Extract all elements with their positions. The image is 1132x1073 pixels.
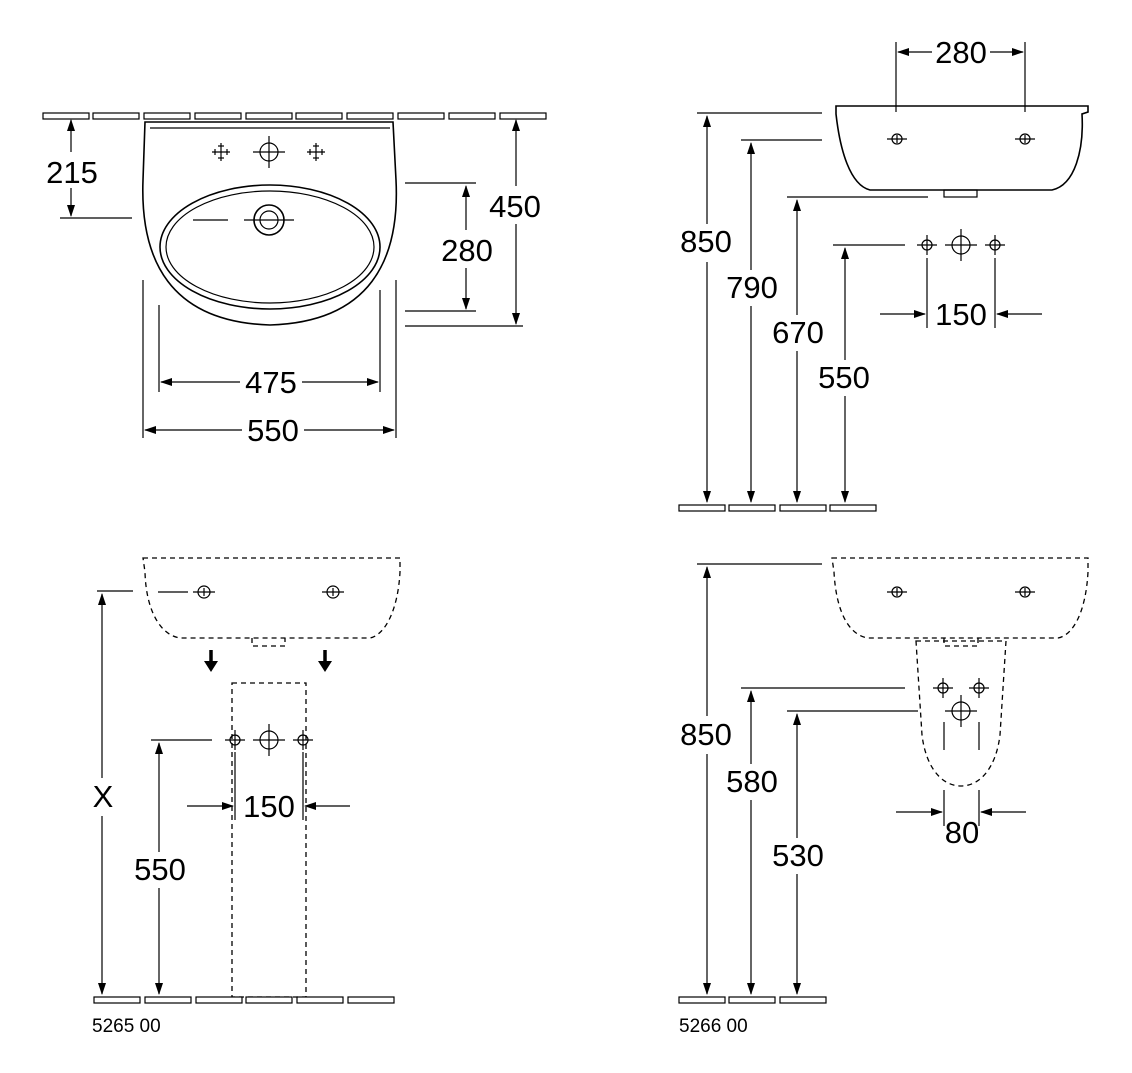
dim-550-pedestal: 550 [134, 852, 186, 887]
dim-790: 790 [726, 270, 778, 305]
model-code-5265: 5265 00 [92, 1016, 161, 1037]
front-view: 215 450 280 475 550 [40, 112, 547, 448]
tap-hole-left-icon [211, 142, 231, 162]
tap-hole-right-icon [306, 142, 326, 162]
pedestal-view: 150 X 550 5265 00 [86, 557, 401, 1037]
model-code-5266: 5266 00 [679, 1016, 748, 1037]
dim-215: 215 [46, 155, 98, 190]
dim-550-supply: 550 [818, 360, 870, 395]
bowl [159, 184, 381, 310]
supply-right-icon [968, 677, 990, 699]
floor-line [678, 504, 877, 512]
dim-670: 670 [772, 315, 824, 350]
dim-850-rim: 850 [680, 224, 732, 259]
down-arrow-left-icon [204, 650, 218, 672]
dim-280-bowl: 280 [441, 233, 493, 268]
floor-line [93, 996, 395, 1004]
supply-left-icon [916, 234, 938, 256]
dim-150-pedestal: 150 [243, 789, 295, 824]
waste-outlet-icon [944, 694, 978, 728]
tap-hole-center-icon [252, 135, 286, 169]
basin-side-outline [835, 105, 1089, 191]
basin-outline [142, 121, 398, 326]
dim-280-depth: 280 [935, 35, 987, 70]
dim-150-side: 150 [935, 297, 987, 332]
dim-x: X [93, 779, 114, 814]
semi-pedestal-shroud [915, 640, 1007, 787]
dim-80: 80 [945, 815, 979, 850]
down-arrow-right-icon [318, 650, 332, 672]
floor-line [678, 996, 827, 1004]
supply-right-icon [984, 234, 1006, 256]
side-view: 280 150 850 790 670 550 [678, 35, 1089, 512]
dim-550-width: 550 [247, 413, 299, 448]
dim-530: 530 [772, 838, 824, 873]
supply-left-icon [932, 677, 954, 699]
dim-580: 580 [726, 764, 778, 799]
dim-450: 450 [489, 189, 541, 224]
dim-850-semi: 850 [680, 717, 732, 752]
semi-pedestal-view: 80 850 580 530 5266 00 [678, 557, 1089, 1037]
waste-outlet-icon [944, 228, 978, 262]
wall-line [42, 112, 547, 120]
dim-475: 475 [245, 365, 297, 400]
waste-outlet-icon [252, 723, 286, 757]
supply-left-icon [224, 729, 246, 751]
supply-right-icon [292, 729, 314, 751]
